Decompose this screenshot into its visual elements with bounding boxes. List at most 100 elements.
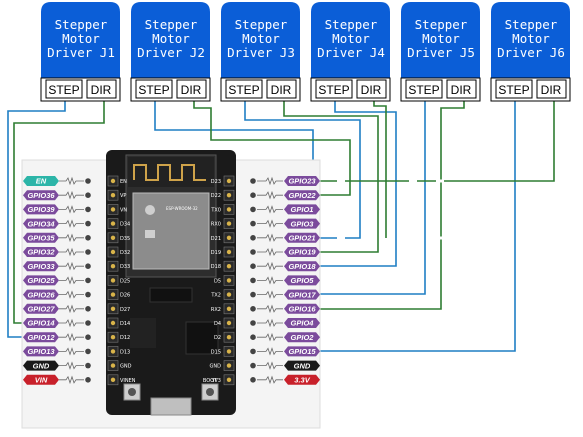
pin-dot [85, 235, 91, 241]
driver-title-line: Stepper [325, 17, 378, 32]
dir-label: DIR [541, 83, 562, 97]
driver-title-line: Stepper [145, 17, 198, 32]
pin-tag [284, 318, 320, 328]
pin-dot [250, 249, 256, 255]
silkscreen-label: VIN [120, 378, 129, 384]
header-pad [110, 264, 116, 269]
pin-leader [59, 347, 84, 356]
right-pin-gpio4: GPIO4 [250, 318, 320, 328]
step-terminal [405, 79, 443, 99]
driver-title-line: Motor [512, 31, 550, 46]
pin-leader [257, 205, 283, 214]
silkscreen-label: TX2 [210, 293, 221, 299]
pin-dot [250, 334, 256, 341]
silkscreen-label: D33 [120, 264, 130, 270]
driver-body [401, 2, 480, 78]
pin-dot [250, 362, 256, 369]
pin-leader [257, 261, 283, 271]
header-pad [110, 306, 116, 311]
pin-tag-label: GPIO33 [27, 262, 55, 271]
left-pin-gpio25: GPIO25 [23, 275, 91, 286]
wire-crossings [337, 179, 444, 240]
left-pin-gpio39: GPIO39 [23, 204, 91, 215]
boot-button-cap[interactable] [206, 388, 214, 396]
driver-title-line: Motor [152, 31, 190, 46]
right-pin-gnd: GND [250, 360, 320, 371]
dir-label: DIR [271, 83, 292, 97]
pin-tag [284, 346, 320, 357]
silkscreen-label: D22 [211, 193, 221, 199]
pin-tag-label: GPIO23 [288, 177, 316, 186]
left-pin-gpio35: GPIO35 [23, 232, 91, 243]
pin-leader [59, 190, 84, 200]
header-pad [110, 320, 116, 326]
pin-dot [85, 320, 91, 326]
pin-tag-label: GND [33, 361, 50, 370]
header-pad [226, 292, 232, 297]
wifi-logo-icon [145, 205, 155, 215]
left-pin-gpio12: GPIO12 [23, 332, 91, 343]
step-terminal [495, 79, 533, 99]
right-pin-gpio5: GPIO5 [250, 275, 320, 286]
usb-chip [149, 287, 193, 303]
step-terminal [135, 79, 173, 99]
right-pin-gpio22: GPIO22 [250, 190, 320, 201]
header-pad [226, 278, 232, 283]
en-button-cap[interactable] [128, 388, 136, 396]
left-pin-gpio36: GPIO36 [23, 190, 91, 201]
right-pin-gpio21: GPIO21 [250, 232, 320, 243]
silkscreen-label: GND [120, 364, 132, 370]
pin-tag [23, 204, 59, 215]
right-pin-gpio3: GPIO3 [250, 218, 320, 229]
step-terminal [45, 79, 83, 99]
header-pad [226, 193, 232, 198]
pin-leader [59, 233, 84, 243]
step-wire-j3 [244, 101, 361, 239]
pin-tag [284, 218, 320, 229]
left-pin-vin: VIN [23, 374, 91, 385]
right-pin-gpio17: GPIO17 [250, 289, 320, 300]
pin-dot [85, 206, 91, 213]
dir-wire-j2 [193, 101, 351, 196]
pin-leader [59, 318, 84, 328]
step-wire-j6 [253, 101, 516, 352]
pin-tag-label: GPIO15 [288, 347, 316, 356]
step-label: STEP [318, 83, 349, 97]
pin-tag-label: GPIO2 [291, 333, 315, 342]
en-button-label: EN [129, 378, 136, 384]
pin-tag [23, 232, 59, 243]
driver-title-line: Motor [242, 31, 280, 46]
left-pin-labels: ENGPIO36GPIO39GPIO34GPIO35GPIO32GPIO33GP… [23, 176, 91, 385]
silkscreen-label: D23 [211, 179, 221, 185]
silkscreen-label: VN [120, 207, 127, 213]
pin-dot [250, 192, 256, 198]
pin-dot [250, 320, 256, 326]
pin-dot [250, 291, 256, 298]
pin-tag-label: EN [36, 177, 47, 186]
pin-tag-label: GPIO27 [27, 305, 55, 314]
header-pad [226, 320, 232, 326]
left-pin-gpio14: GPIO14 [23, 318, 91, 328]
pin-tag [23, 360, 59, 371]
pin-tag [284, 275, 320, 286]
pin-dot [250, 263, 256, 270]
left-pin-gpio27: GPIO27 [23, 303, 91, 314]
driver-title-line: Driver J1 [47, 45, 115, 60]
pin-tag-label: 3.3V [294, 376, 310, 385]
pin-leader [59, 219, 84, 228]
pin-leader [257, 290, 283, 299]
board-pin-headers: ENVPVND34D35D32D33D25D26D27D14D12D13GNDV… [107, 175, 235, 386]
right-pin-gpio19: GPIO19 [250, 247, 320, 257]
step-label: STEP [498, 83, 529, 97]
pin-dot [85, 306, 91, 312]
pin-leader [59, 261, 84, 271]
driver-title-line: Stepper [415, 17, 468, 32]
header-pad [110, 207, 116, 212]
pin-tag-label: GPIO32 [27, 248, 55, 257]
usb-port [150, 397, 192, 416]
silkscreen-label: D35 [120, 236, 130, 242]
silkscreen-label: D15 [211, 349, 221, 355]
wire-layer [7, 101, 555, 352]
